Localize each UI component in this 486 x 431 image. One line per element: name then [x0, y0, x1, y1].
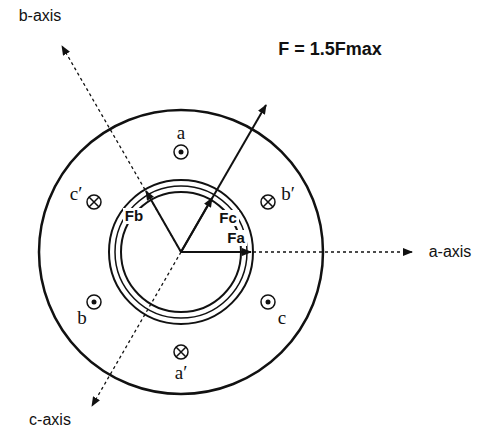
coil-label: a′	[173, 363, 190, 384]
vector-label: Fa	[225, 230, 247, 247]
axis-label: c-axis	[27, 411, 73, 429]
coil-label: c′	[68, 184, 85, 205]
axis-label: a-axis	[427, 243, 474, 261]
coil-label: c	[276, 308, 288, 329]
axis-label: b-axis	[17, 7, 64, 25]
coil-label: a	[175, 123, 187, 144]
coil-label: b′	[279, 184, 297, 205]
vector-label: Fc	[217, 210, 239, 227]
coil-label: b	[75, 308, 89, 329]
vector-label: Fb	[123, 208, 145, 225]
resultant-label: F = 1.5Fmax	[276, 40, 384, 60]
